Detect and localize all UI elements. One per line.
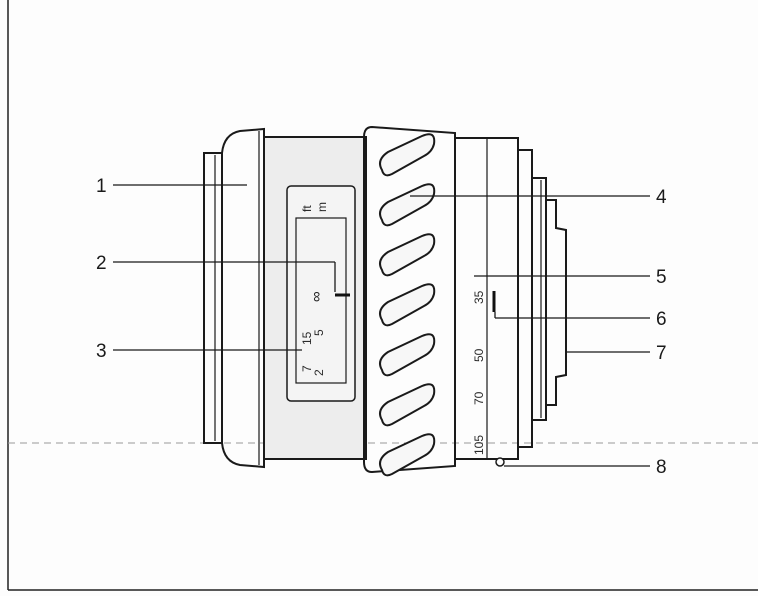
callout-number-6: 6 <box>656 309 667 330</box>
callouts: 1 2 3 4 5 6 7 8 <box>96 176 667 478</box>
feet-symbol: ft <box>300 205 314 212</box>
callout-number-1: 1 <box>96 176 107 197</box>
front-barrel <box>221 127 265 469</box>
front-filter-ring <box>203 152 223 444</box>
focal-mark: 70 <box>472 391 486 405</box>
distance-window <box>286 185 356 402</box>
grip-slot <box>379 183 436 227</box>
grip-slot <box>379 133 436 177</box>
meter-mark: 2 <box>312 369 326 376</box>
focal-mark: 50 <box>472 348 486 362</box>
callout-number-2: 2 <box>96 253 107 274</box>
feet-mark: 15 <box>300 331 314 345</box>
infinity-mark: ∞ <box>308 291 325 302</box>
rear-collar <box>517 149 533 448</box>
meter-mark: 5 <box>312 329 326 336</box>
mount-flange <box>531 177 547 421</box>
meter-symbol: m <box>315 202 329 212</box>
feet-mark: 7 <box>300 365 314 372</box>
callout-number-4: 4 <box>656 187 667 208</box>
focal-mark: 35 <box>472 290 486 304</box>
lens-release-button <box>495 457 505 467</box>
focal-mark: 105 <box>472 435 486 455</box>
grip-slot <box>379 433 436 477</box>
callout-number-3: 3 <box>96 341 107 362</box>
zoom-ring-grip-slots <box>379 133 436 477</box>
grip-slot <box>379 283 436 327</box>
grip-slot <box>379 383 436 427</box>
callout-number-8: 8 <box>656 457 667 478</box>
rear-barrel <box>454 137 519 460</box>
distance-scale: ft m ∞ 15 7 5 2 <box>300 202 329 376</box>
callout-number-7: 7 <box>656 343 667 364</box>
grip-slot <box>379 333 436 377</box>
distance-window-inner <box>295 217 347 384</box>
zoom-ring <box>363 125 456 474</box>
bayonet-mount <box>545 199 567 406</box>
grip-slot <box>379 233 436 277</box>
focal-length-scale: 35 50 70 105 <box>472 290 486 455</box>
lens-body <box>203 125 567 477</box>
callout-number-5: 5 <box>656 267 667 288</box>
